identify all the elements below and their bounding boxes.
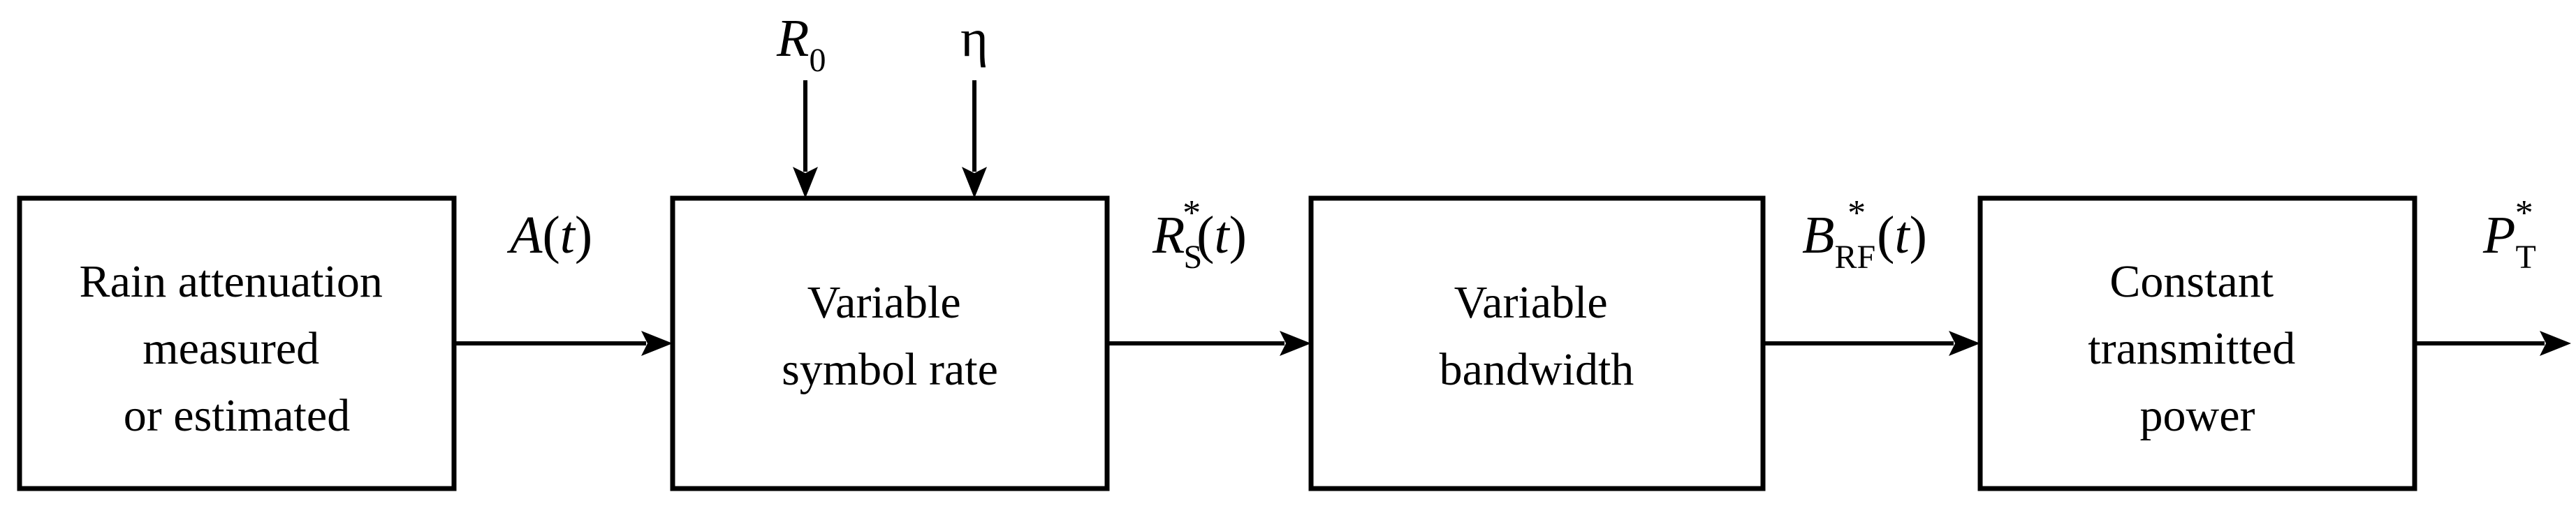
label-transmitted-power: PT*: [2482, 193, 2536, 276]
svg-text:Variable bandwidth: Variable bandwidth: [1440, 277, 1634, 395]
arrow-attenuation-to-symbol-rate: [454, 331, 673, 356]
arrow-input-r0: [793, 80, 818, 198]
arrow-bandwidth-to-power: [1763, 331, 1980, 356]
label-symbol-rate: RS*(t): [1152, 193, 1247, 276]
block-rain-attenuation: Rain attenuation measured or estimated: [17, 195, 457, 491]
block-constant-power-line-1: Constant: [2109, 256, 2274, 307]
svg-text:Constant transmitted: Constant transmitted power: [2088, 256, 2306, 441]
arrow-symbol-rate-to-bandwidth: [1107, 331, 1311, 356]
block-constant-transmitted-power: Constant transmitted power: [1977, 195, 2417, 491]
block-constant-power-line-2: transmitted: [2088, 323, 2295, 374]
arrow-power-output: [2415, 331, 2571, 356]
block-variable-bandwidth-line-1: Variable: [1454, 277, 1608, 328]
label-input-r0: R0: [776, 9, 826, 79]
label-bandwidth: BRF*(t): [1802, 193, 1927, 276]
block-variable-bandwidth: Variable bandwidth: [1308, 195, 1766, 491]
arrow-input-eta: [962, 80, 987, 198]
block-constant-power-line-3: power: [2140, 390, 2255, 441]
block-variable-symbol-rate: Variable symbol rate: [670, 195, 1110, 491]
svg-text:Variable symbol rate: Variable symbol rate: [782, 277, 998, 395]
svg-text:Rain attenuation measure: Rain attenuation measured or estimated: [80, 256, 395, 441]
block-rain-attenuation-line-1: Rain attenuation: [80, 256, 383, 307]
label-input-eta: η: [960, 9, 988, 68]
block-variable-symbol-rate-line-2: symbol rate: [782, 344, 998, 395]
block-variable-symbol-rate-line-1: Variable: [807, 277, 961, 328]
block-rain-attenuation-line-3: or estimated: [124, 390, 350, 441]
block-variable-bandwidth-line-2: bandwidth: [1440, 344, 1634, 395]
block-rain-attenuation-line-2: measured: [142, 323, 319, 374]
label-attenuation: A(t): [506, 206, 592, 265]
